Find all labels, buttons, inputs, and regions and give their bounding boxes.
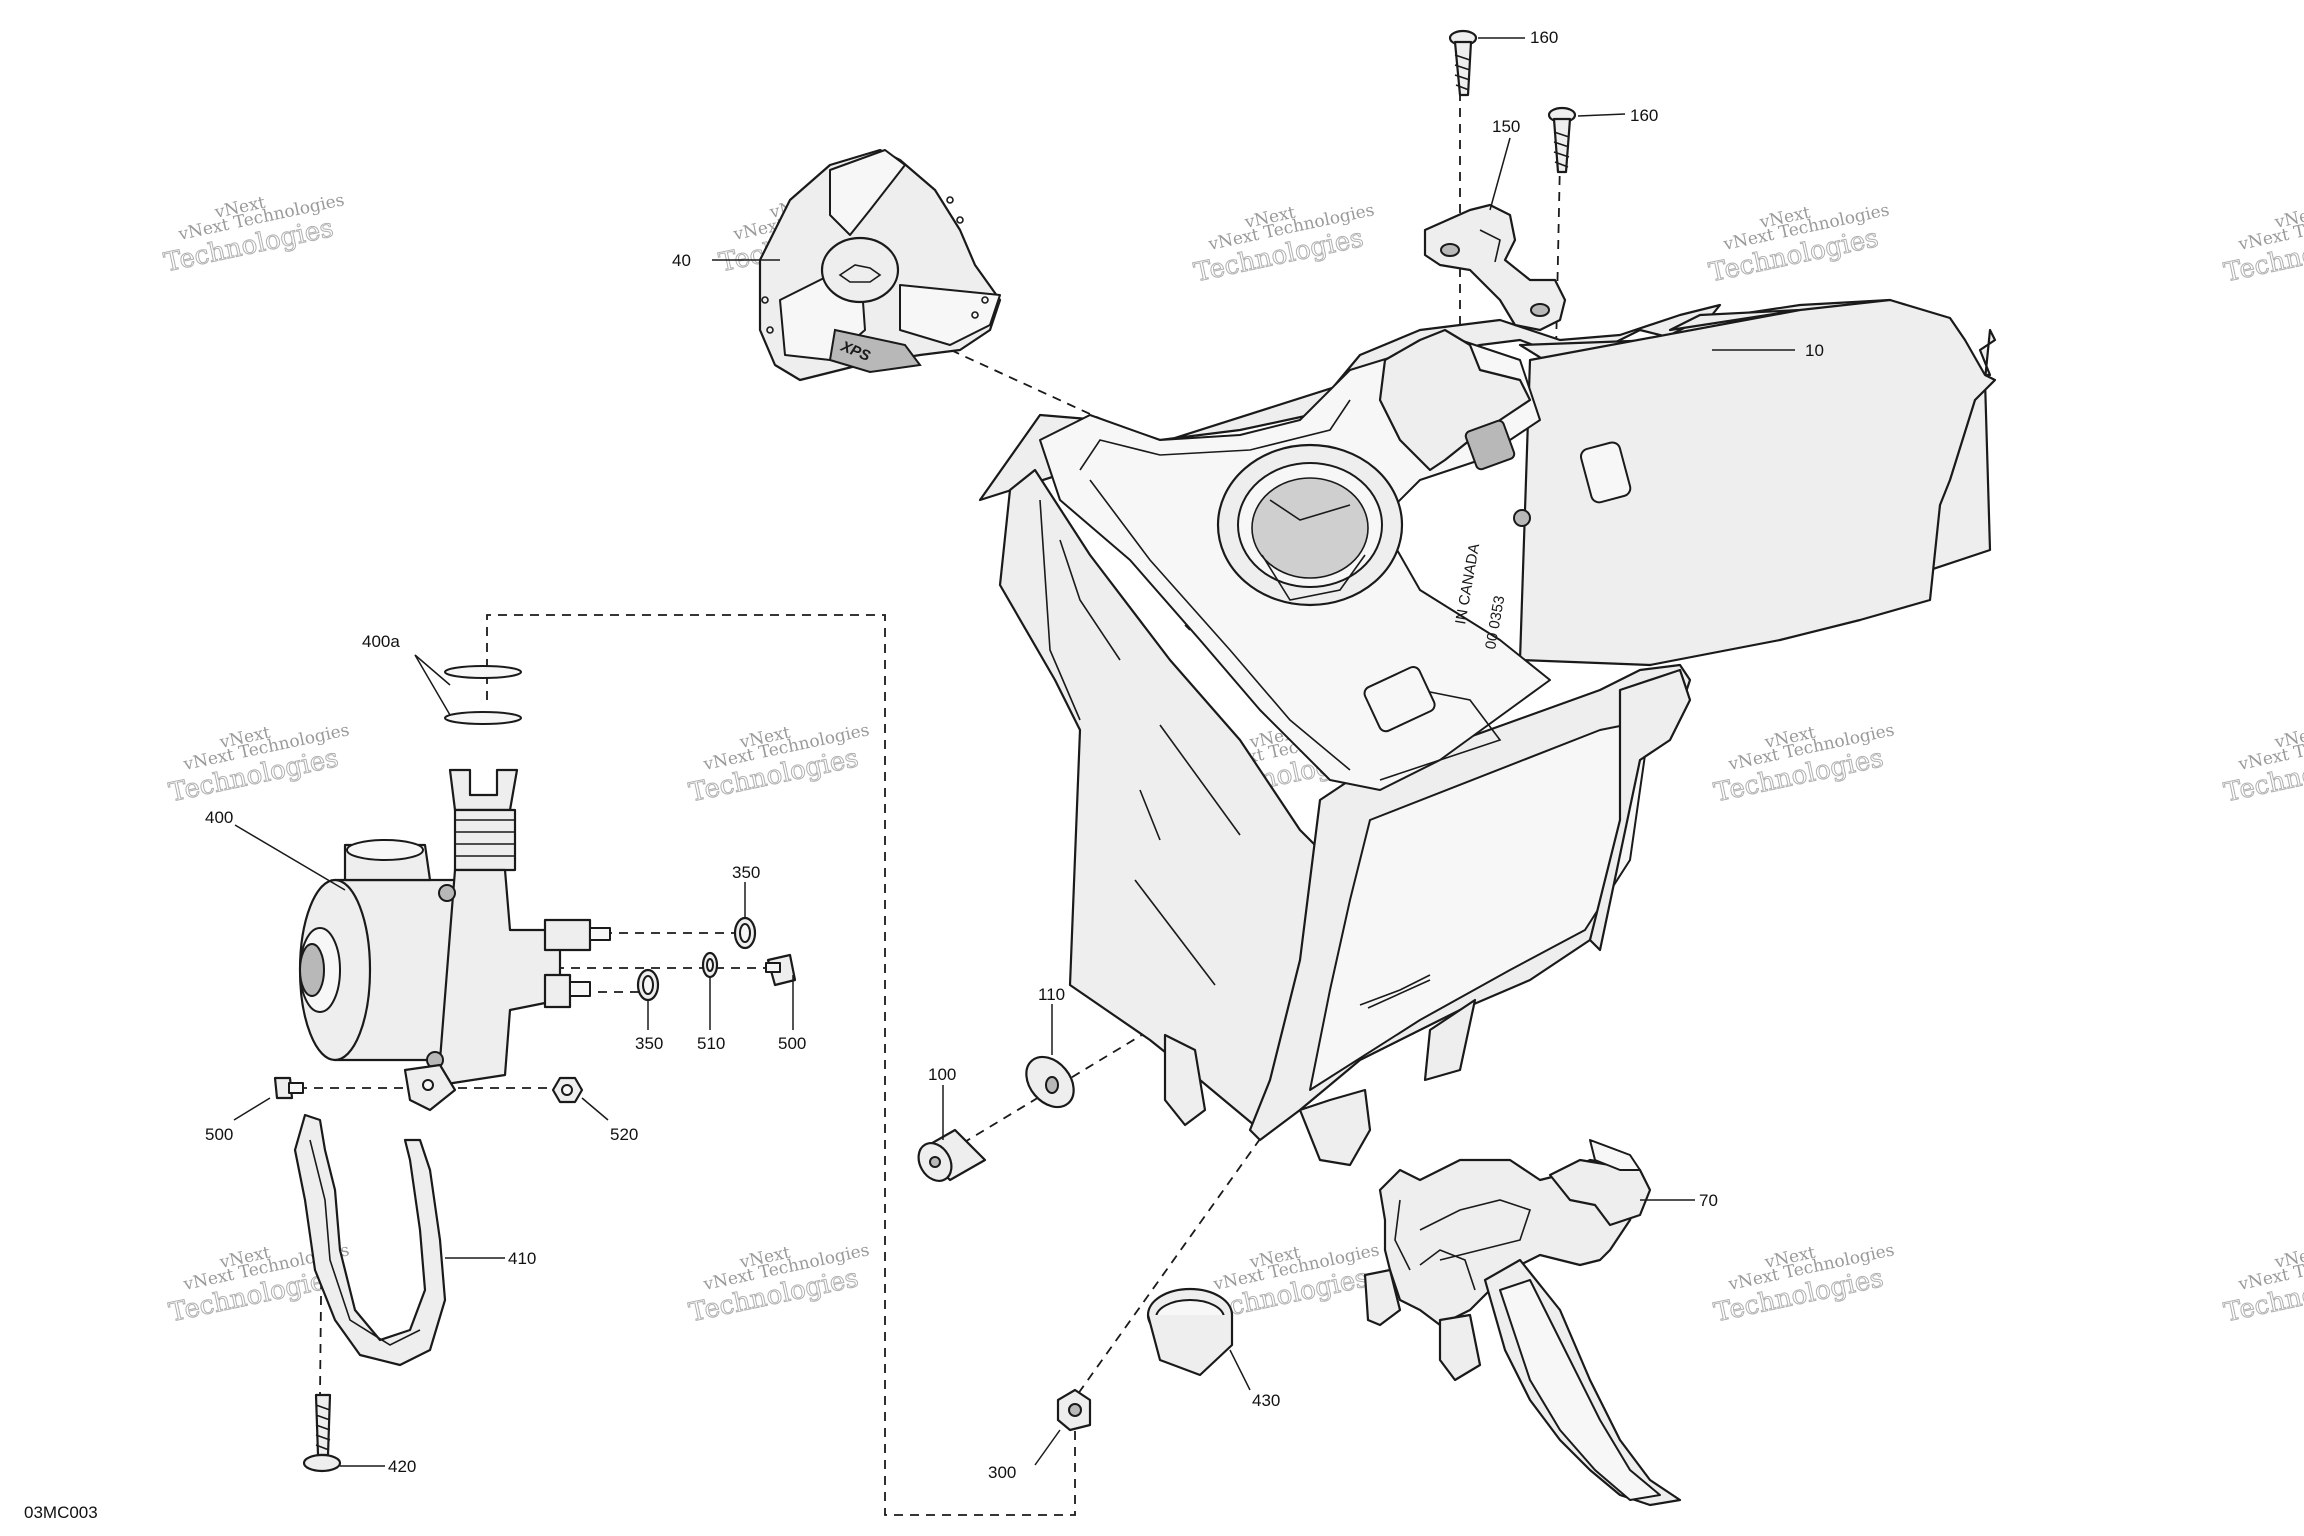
mount-bracket bbox=[1423, 203, 1567, 332]
watermark: vNext Technologies Technologies vNext bbox=[1706, 200, 1891, 289]
bolt-500-b bbox=[273, 1076, 304, 1100]
o-ring-pair bbox=[444, 665, 522, 725]
hose-clamp-430 bbox=[1146, 1287, 1234, 1377]
leader-lines bbox=[233, 37, 1795, 1467]
bolt-100 bbox=[917, 1128, 987, 1182]
watermark: vNext Technologies Technologies vNext bbox=[161, 190, 346, 279]
tank-marking: IN CANADA bbox=[1452, 542, 1483, 625]
watermark: vNext Technologies Technologies vNext bbox=[686, 1240, 871, 1329]
hose-clamp-300 bbox=[1056, 1388, 1092, 1432]
tank-support-bracket bbox=[1363, 1139, 1682, 1507]
callout-150: 150 bbox=[1492, 117, 1520, 136]
callout-300: 300 bbox=[988, 1463, 1016, 1482]
callout-400a: 400a bbox=[362, 632, 400, 651]
callout-410: 410 bbox=[508, 1249, 536, 1268]
screw-160-b bbox=[1547, 106, 1577, 174]
watermark: vNext Technologies Technologies vNext bbox=[1711, 1240, 1896, 1329]
hose-clamp-350-a bbox=[733, 916, 757, 950]
hose-clamp-350-b bbox=[636, 968, 660, 1002]
callout-labels: 160 160 150 10 40 400a 400 350 350 510 5… bbox=[205, 28, 1824, 1482]
callout-520: 520 bbox=[610, 1125, 638, 1144]
svg-text:00 0353: 00 0353 bbox=[1482, 594, 1508, 650]
watermark: vNext Technologies Technologies vNext bbox=[2221, 720, 2304, 809]
callout-350-b: 350 bbox=[635, 1034, 663, 1053]
bolt-100-axis bbox=[934, 1029, 1151, 1161]
watermark: vNext Technologies Technologies vNext bbox=[1191, 200, 1376, 289]
watermark: vNext Technologies Technologies vNext bbox=[686, 720, 871, 809]
callout-70: 70 bbox=[1699, 1191, 1718, 1210]
callout-400: 400 bbox=[205, 808, 233, 827]
watermark: vNext Technologies Technologies vNext bbox=[2221, 200, 2304, 289]
callout-40: 40 bbox=[672, 251, 691, 270]
oil-tank: IN CANADA 00 0353 bbox=[978, 298, 1997, 1167]
oil-filler-cap: XPS bbox=[758, 148, 1002, 382]
nut-520 bbox=[551, 1076, 584, 1104]
callout-430: 430 bbox=[1252, 1391, 1280, 1410]
pump-strap bbox=[293, 1113, 447, 1367]
callout-10: 10 bbox=[1805, 341, 1824, 360]
watermark: vNext Technologies Technologies vNext bbox=[166, 720, 351, 809]
callout-420: 420 bbox=[388, 1457, 416, 1476]
callout-100: 100 bbox=[928, 1065, 956, 1084]
diagram-code: 03MC003 bbox=[24, 1503, 98, 1522]
washer-110 bbox=[1025, 1055, 1075, 1109]
washer-510 bbox=[701, 951, 719, 979]
callout-350: 350 bbox=[732, 863, 760, 882]
svg-text:IN CANADA: IN CANADA bbox=[1452, 542, 1483, 625]
callout-500-b: 500 bbox=[205, 1125, 233, 1144]
tank-number: 00 0353 bbox=[1482, 594, 1508, 650]
screw-420 bbox=[302, 1393, 342, 1473]
bolt-500-a bbox=[765, 953, 797, 987]
callout-500: 500 bbox=[778, 1034, 806, 1053]
callout-160: 160 bbox=[1530, 28, 1558, 47]
screw-160 bbox=[1448, 29, 1478, 97]
callout-510: 510 bbox=[697, 1034, 725, 1053]
watermark: vNext Technologies Technologies vNext bbox=[2221, 1240, 2304, 1329]
oil-can-emblem bbox=[820, 236, 900, 304]
callout-160-b: 160 bbox=[1630, 106, 1658, 125]
oil-pump bbox=[298, 768, 611, 1112]
watermark: vNext Technologies Technologies vNext bbox=[1711, 720, 1896, 809]
callout-110: 110 bbox=[1038, 985, 1065, 1004]
